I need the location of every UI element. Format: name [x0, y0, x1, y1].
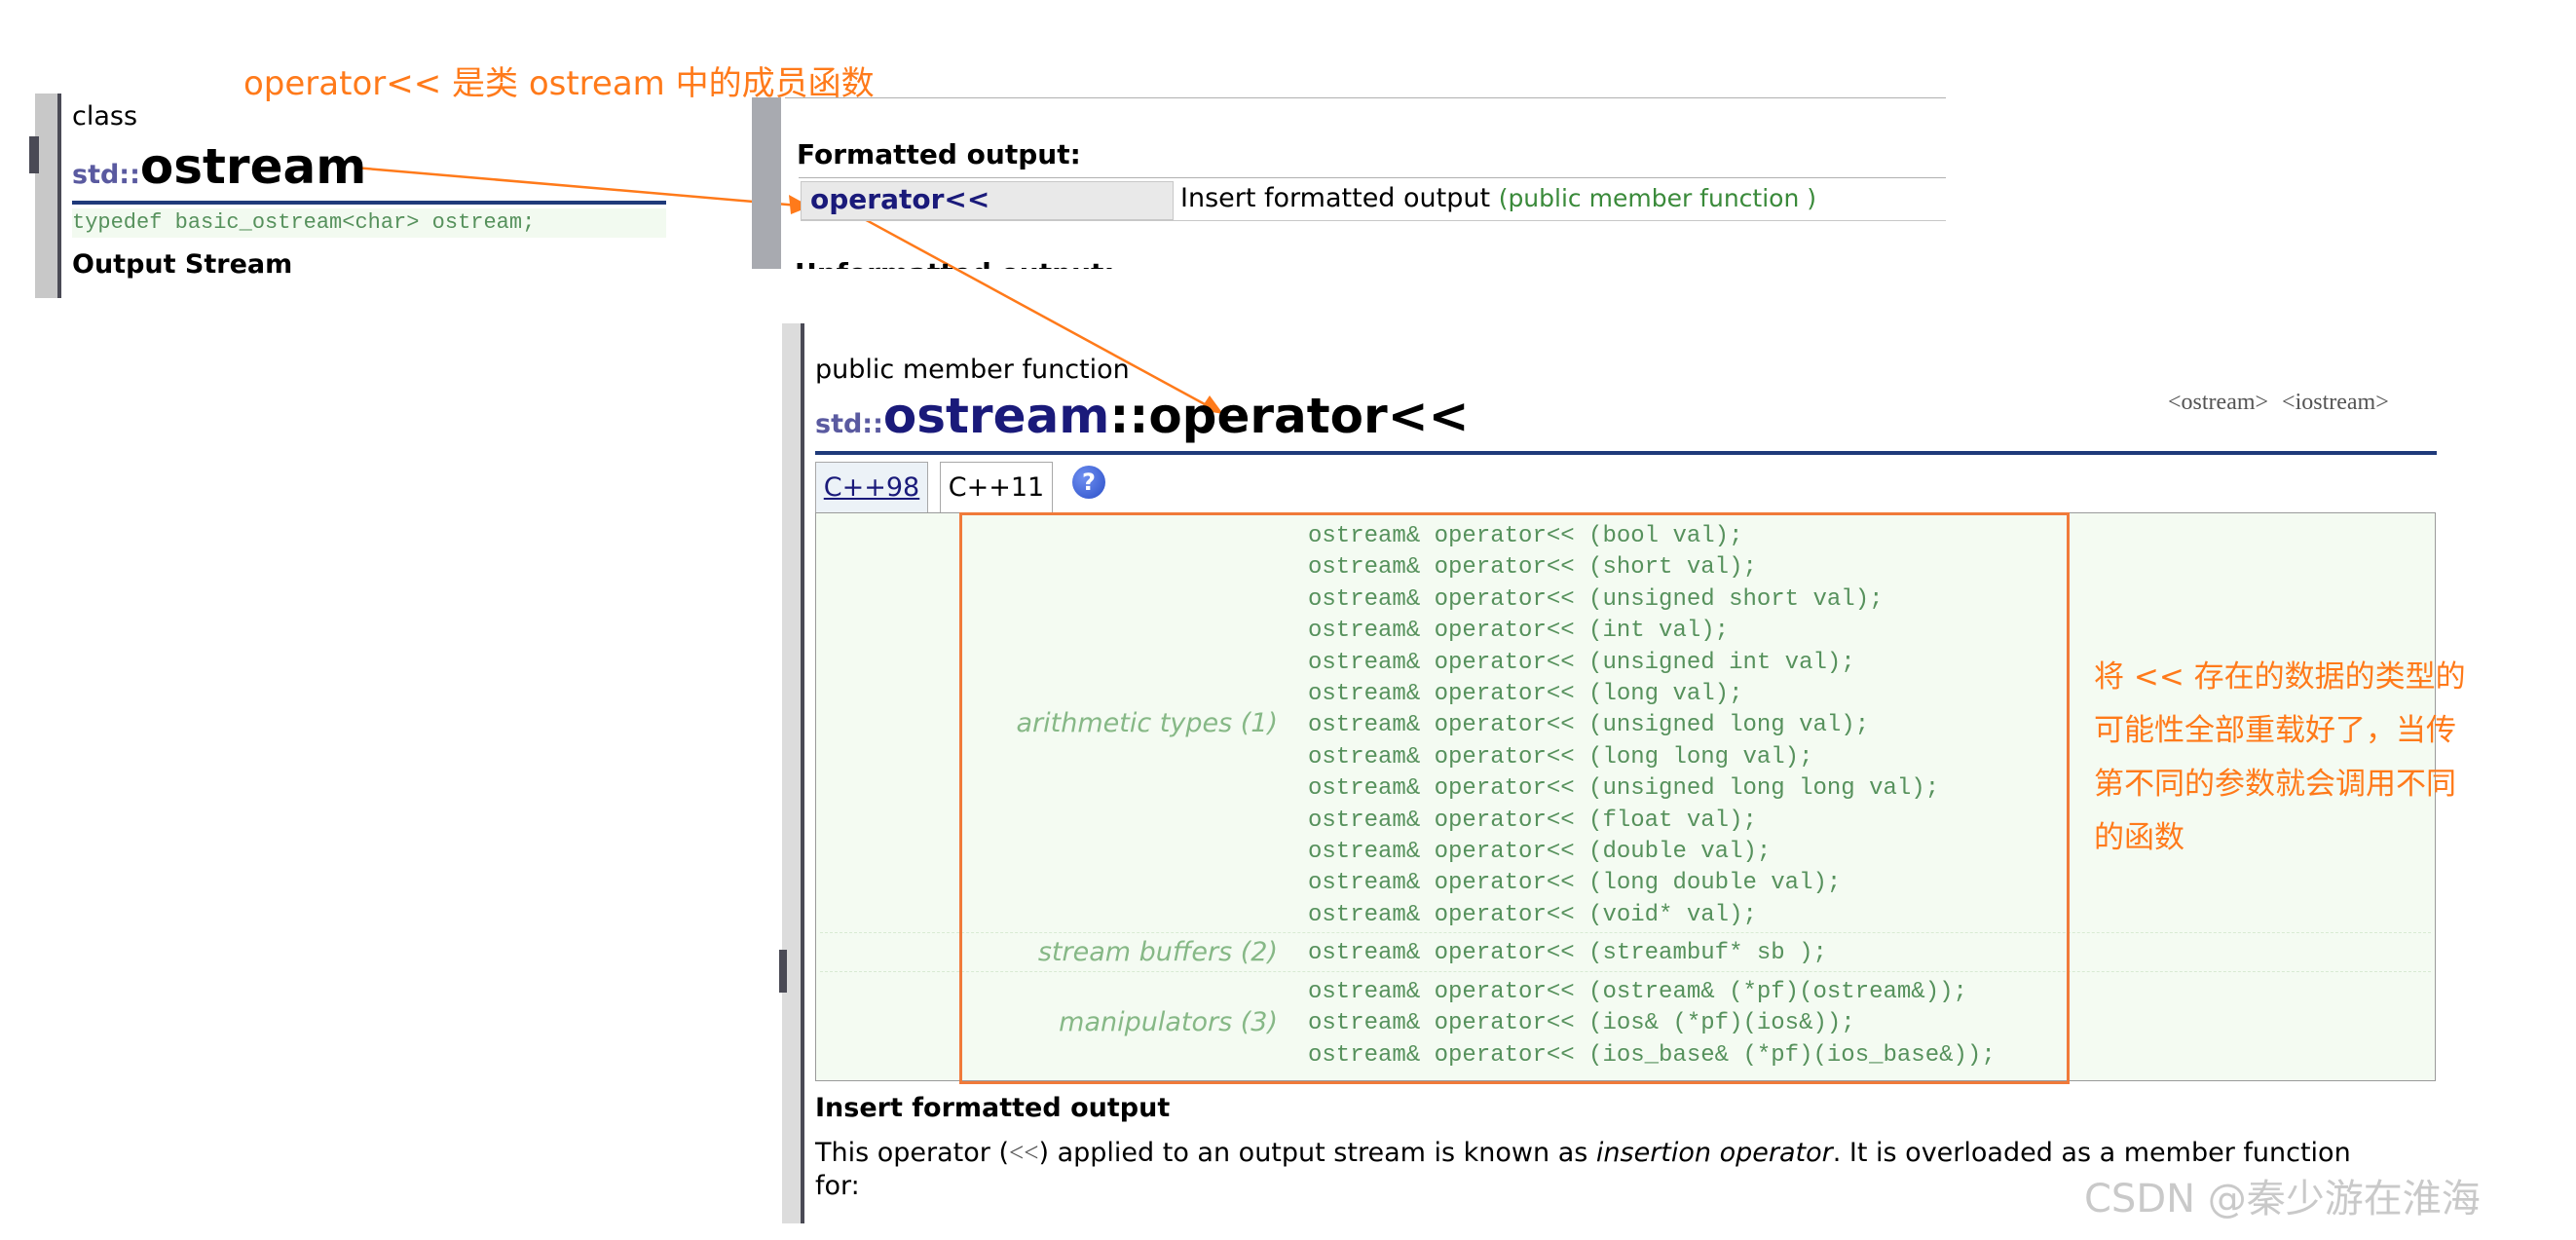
- group-label-manipulators: manipulators (3): [1059, 1007, 1278, 1037]
- prototype-line: ostream& operator<< (float val);: [1308, 807, 1757, 834]
- page-kind-label: public member function: [815, 355, 1130, 385]
- title-namespace: std::: [815, 409, 883, 439]
- prototype-line: ostream& operator<< (unsigned long long …: [1308, 775, 1940, 803]
- unformatted-output-heading-cut: Unformatted output:: [795, 259, 1145, 269]
- prototype-line: ostream& operator<< (long val);: [1308, 681, 1743, 708]
- class-title: std::ostream: [72, 138, 366, 195]
- prototype-line: ostream& operator<< (streambuf* sb );: [1308, 940, 1827, 966]
- member-desc-text: Insert formatted output: [1180, 183, 1491, 213]
- prototype-line: ostream& operator<< (ostream& (*pf)(ostr…: [1308, 979, 1967, 1005]
- page-sidebar-strip: [782, 323, 804, 1223]
- description-heading: Insert formatted output: [815, 1093, 1171, 1123]
- class-kind-label: class: [72, 101, 138, 132]
- description-text: This operator (<<) applied to an output …: [815, 1138, 2351, 1201]
- group-label-arithmetic: arithmetic types (1): [1016, 708, 1278, 738]
- prototype-line: ostream& operator<< (ios_base& (*pf)(ios…: [1308, 1041, 1996, 1069]
- group-streambuf-code: ostream& operator<< (streambuf* sb );: [1308, 938, 1827, 969]
- snippet-sidebar-strip: [752, 97, 781, 269]
- prototype-line: ostream& operator<< (int val);: [1308, 618, 1730, 645]
- top-annotation: operator<< 是类 ostream 中的成员函数: [243, 64, 875, 103]
- class-namespace: std::: [72, 160, 140, 190]
- group-label-stream-buffers: stream buffers (2): [1037, 937, 1278, 967]
- prototype-line: ostream& operator<< (double val);: [1308, 839, 1772, 866]
- tab-cpp98[interactable]: C++98: [815, 462, 928, 512]
- member-description: Insert formatted output (public member f…: [1180, 183, 1816, 213]
- group-arithmetic-code: ostream& operator<< (bool val); ostream&…: [1308, 521, 1939, 931]
- help-icon[interactable]: ?: [1072, 466, 1105, 499]
- member-link-operator[interactable]: operator<<: [810, 183, 990, 215]
- page-title: std::ostream::operator<<: [815, 388, 1469, 444]
- group-manipulators-code: ostream& operator<< (ostream& (*pf)(ostr…: [1308, 977, 1996, 1071]
- snippet-table-top: [799, 177, 1946, 178]
- class-typedef: typedef basic_ostream<char> ostream;: [72, 208, 666, 238]
- class-subtitle: Output Stream: [72, 249, 293, 280]
- insertion-operator-term: insertion operator: [1595, 1138, 1833, 1168]
- tab-cpp11[interactable]: C++11: [940, 462, 1053, 512]
- member-row-name-cell: [801, 181, 1174, 220]
- group-separator: [820, 971, 2431, 972]
- csdn-watermark: CSDN @秦少游在淮海: [2084, 1177, 2481, 1221]
- side-annotation: 将 << 存在的数据的类型的 可能性全部重载好了，当传 第不同的参数就会调用不同…: [2094, 659, 2466, 855]
- prototype-line: ostream& operator<< (void* val);: [1308, 901, 1757, 928]
- prototype-line: ostream& operator<< (ios& (*pf)(ios&));: [1308, 1010, 1855, 1037]
- left-sidebar-notch: [29, 136, 39, 173]
- prototype-line: ostream& operator<< (unsigned short val)…: [1308, 585, 1884, 613]
- group-separator: [820, 932, 2431, 933]
- insertion-op-symbol: <<: [1009, 1138, 1039, 1167]
- prototype-line: ostream& operator<< (unsigned int val);: [1308, 649, 1855, 676]
- annotation-highlight-box: [959, 512, 2070, 1084]
- prototype-line: ostream& operator<< (bool val);: [1308, 523, 1743, 549]
- prototype-line: ostream& operator<< (long double val);: [1308, 870, 1842, 897]
- header-link-ostream[interactable]: <ostream>: [2168, 390, 2269, 415]
- formatted-output-heading: Formatted output:: [797, 138, 1081, 170]
- prototype-line: ostream& operator<< (short val);: [1308, 554, 1757, 582]
- title-underline: [815, 451, 2437, 455]
- prototype-line: ostream& operator<< (unsigned long val);: [1308, 712, 1870, 739]
- snippet-table-bottom: [801, 220, 1946, 221]
- class-name: ostream: [139, 138, 367, 195]
- header-link-iostream[interactable]: <iostream>: [2282, 390, 2389, 415]
- member-kind: (public member function ): [1498, 184, 1816, 212]
- class-title-underline: [72, 201, 666, 205]
- title-function: operator<<: [1148, 388, 1470, 444]
- prototype-line: ostream& operator<< (long long val);: [1308, 743, 1813, 770]
- prototype-box: [815, 512, 2436, 1081]
- title-scope: ::: [1109, 388, 1149, 444]
- page-sidebar-notch: [779, 950, 787, 993]
- left-sidebar-strip: [35, 94, 61, 298]
- title-class: ostream: [882, 388, 1110, 444]
- header-links: <ostream> <iostream>: [2168, 390, 2389, 416]
- snippet-top-rule: [785, 97, 1946, 98]
